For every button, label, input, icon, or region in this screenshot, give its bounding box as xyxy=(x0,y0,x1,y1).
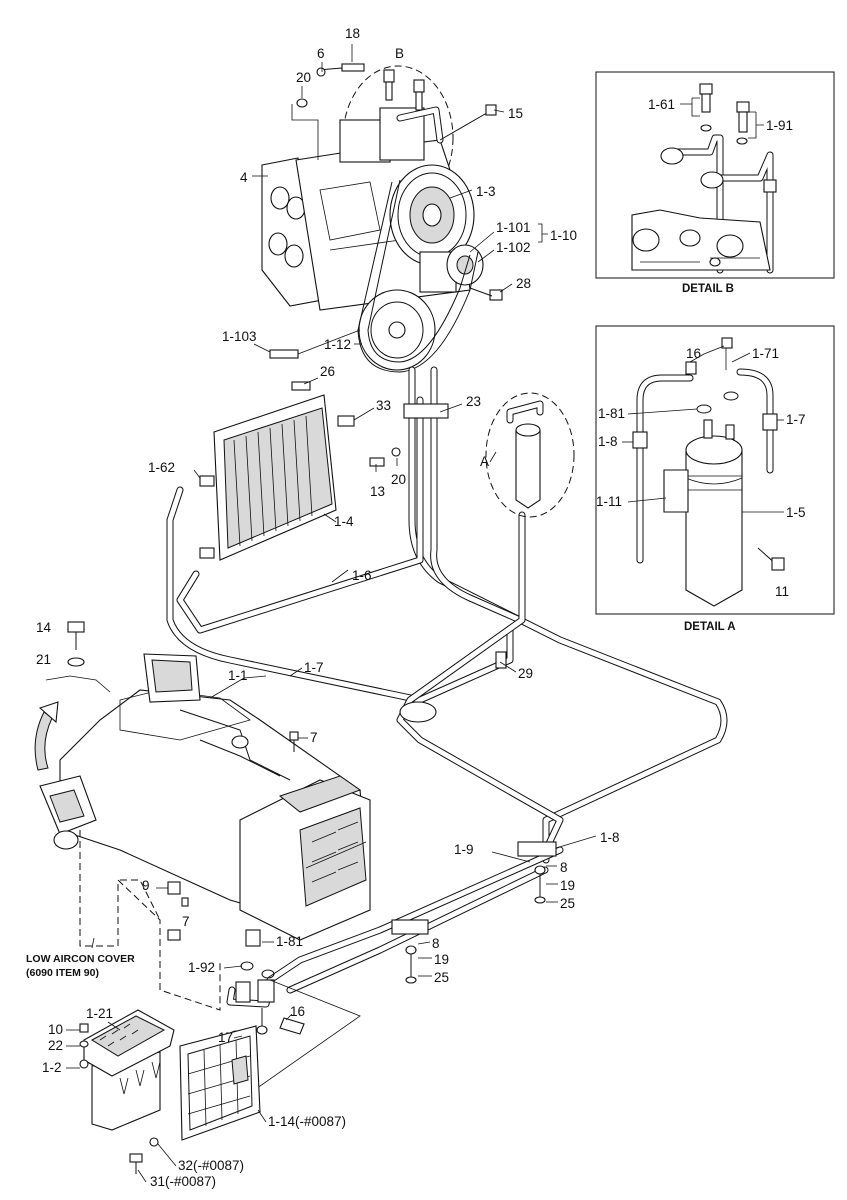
detail-a-label-1-81: 1-81 xyxy=(598,406,625,421)
receiver-drier-callout-drawing xyxy=(485,392,575,518)
detail-a-label-1-7: 1-7 xyxy=(786,412,806,427)
label-17: 17 xyxy=(218,1030,233,1045)
lower-fittings-drawing xyxy=(226,865,546,1101)
label-4: 4 xyxy=(240,170,248,185)
label-1-7: 1-7 xyxy=(304,660,324,675)
detail-a-label-1-8: 1-8 xyxy=(598,434,618,449)
detail-b-panel: 1-61 1-91 DETAIL B xyxy=(595,71,835,295)
label-1-12: 1-12 xyxy=(324,337,351,352)
low-aircon-cover-note-line1: LOW AIRCON COVER xyxy=(26,953,135,965)
detail-b-fittings-drawing xyxy=(631,83,777,274)
detail-a-label-11: 11 xyxy=(775,584,789,599)
label-6: 6 xyxy=(317,46,325,61)
detail-a-label-16: 16 xyxy=(686,346,701,361)
control-panel-and-filter-drawing xyxy=(79,1009,261,1174)
label-1-1: 1-1 xyxy=(228,668,248,683)
label-23: 23 xyxy=(466,394,481,409)
label-33: 33 xyxy=(376,398,391,413)
label-1-6: 1-6 xyxy=(352,568,372,583)
part-labels: 18 6 20 B 15 4 1-3 1-101 1-102 1-10 28 1… xyxy=(26,26,620,1189)
label-29: 29 xyxy=(518,666,533,681)
label-32: 32(-#0087) xyxy=(178,1158,244,1173)
label-14: 14 xyxy=(36,620,52,635)
compressor-assembly-drawing xyxy=(261,63,503,373)
label-20-top: 20 xyxy=(296,70,311,85)
label-8-upper: 8 xyxy=(560,860,568,875)
detail-a-label-1-5: 1-5 xyxy=(786,505,806,520)
label-A: A xyxy=(480,454,489,469)
label-15: 15 xyxy=(508,106,523,121)
hvac-unit-drawing xyxy=(34,621,371,1011)
label-19-upper: 19 xyxy=(560,878,575,893)
label-1-101: 1-101 xyxy=(496,220,531,235)
detail-b-label-1-61: 1-61 xyxy=(648,97,675,112)
detail-a-receiver-drier-drawing xyxy=(632,337,785,607)
label-B: B xyxy=(395,46,404,61)
label-1-62: 1-62 xyxy=(148,460,175,475)
label-21: 21 xyxy=(36,652,51,667)
condenser-drawing xyxy=(199,381,401,561)
label-8-lower: 8 xyxy=(432,936,440,951)
label-9: 9 xyxy=(142,878,150,893)
detail-b-label-1-91: 1-91 xyxy=(766,118,793,133)
label-22: 22 xyxy=(48,1038,63,1053)
label-1-92: 1-92 xyxy=(188,960,215,975)
label-1-14: 1-14(-#0087) xyxy=(268,1114,346,1129)
leader-lines xyxy=(66,44,597,1183)
label-19-lower: 19 xyxy=(434,952,449,967)
detail-a-label-1-71: 1-71 xyxy=(752,346,779,361)
label-26: 26 xyxy=(320,364,335,379)
label-1-8: 1-8 xyxy=(600,830,620,845)
label-28: 28 xyxy=(516,276,531,291)
label-1-102: 1-102 xyxy=(496,240,531,255)
low-aircon-cover-note-line2: (6090 ITEM 90) xyxy=(26,967,99,979)
label-1-2: 1-2 xyxy=(42,1060,62,1075)
label-1-10: 1-10 xyxy=(550,228,577,243)
detail-a-label-1-11: 1-11 xyxy=(596,494,622,509)
label-13: 13 xyxy=(370,484,385,499)
label-10: 10 xyxy=(48,1022,63,1037)
label-20-mid: 20 xyxy=(391,472,406,487)
label-1-81: 1-81 xyxy=(276,934,303,949)
label-1-103: 1-103 xyxy=(222,329,257,344)
label-1-21: 1-21 xyxy=(86,1006,113,1021)
label-7-top: 7 xyxy=(310,730,318,745)
detail-a-panel: 16 1-71 1-81 1-7 1-8 1-11 1-5 11 DETAIL … xyxy=(595,325,835,633)
label-25-lower: 25 xyxy=(434,970,449,985)
label-1-9: 1-9 xyxy=(454,842,474,857)
detail-a-caption: DETAIL A xyxy=(684,621,736,633)
label-1-4: 1-4 xyxy=(334,514,354,529)
label-18: 18 xyxy=(345,26,360,41)
label-7-lower: 7 xyxy=(182,914,190,929)
label-25-upper: 25 xyxy=(560,896,575,911)
label-1-3: 1-3 xyxy=(476,184,496,199)
label-31: 31(-#0087) xyxy=(150,1174,216,1189)
detail-b-caption: DETAIL B xyxy=(682,283,734,295)
label-16: 16 xyxy=(290,1004,305,1019)
